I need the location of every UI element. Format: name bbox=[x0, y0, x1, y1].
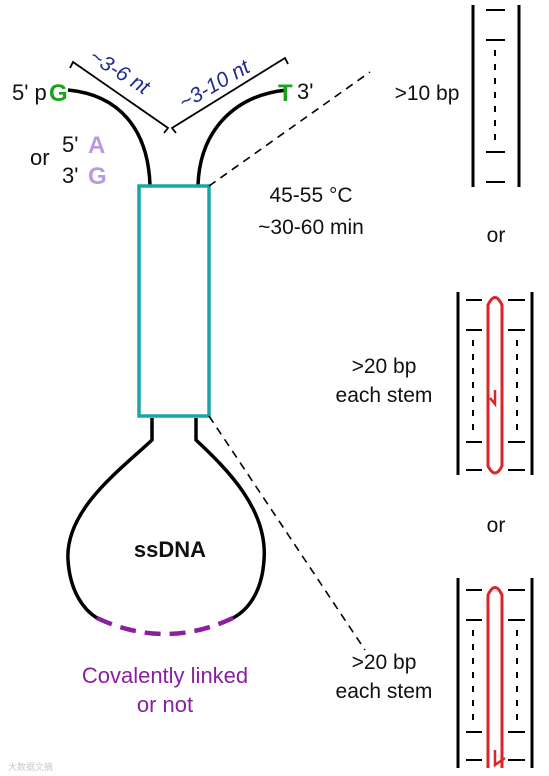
option2-label-line1: >20 bp bbox=[352, 355, 417, 378]
linkage-note-line2: or not bbox=[137, 692, 193, 717]
stem-option-2 bbox=[456, 292, 534, 475]
ssdna-loop-left bbox=[66, 418, 154, 620]
right-spacer-bracket bbox=[170, 56, 289, 134]
temperature-label: 45-55 °C bbox=[269, 184, 352, 207]
alt-three-prime: 3' bbox=[62, 163, 78, 188]
left-base-g: G bbox=[49, 80, 68, 107]
five-prime-p-label: 5' p bbox=[12, 80, 47, 105]
right-base-t: T bbox=[278, 80, 293, 107]
linkage-note-line1: Covalently linked bbox=[82, 663, 248, 688]
left-spacer-bracket bbox=[69, 60, 170, 134]
left-arm-strand bbox=[67, 88, 152, 186]
option3-label-line1: >20 bp bbox=[352, 651, 417, 674]
watermark: 大数据文摘 bbox=[8, 761, 53, 773]
zoom-line-bottom bbox=[208, 415, 366, 651]
stem-option-1 bbox=[471, 5, 521, 187]
alt-or-label: or bbox=[30, 145, 50, 170]
or-label-2: or bbox=[487, 514, 506, 537]
stem-option-3 bbox=[456, 578, 534, 768]
option1-label: >10 bp bbox=[395, 82, 460, 105]
or-label-1: or bbox=[487, 224, 506, 247]
alt-base-a: A bbox=[88, 132, 105, 159]
alt-five-prime: 5' bbox=[62, 132, 78, 157]
ssdna-loop-right bbox=[194, 418, 266, 620]
zoom-line-top bbox=[208, 71, 371, 187]
spacer-left-label: ~3-6 nt bbox=[85, 45, 154, 100]
alt-base-g: G bbox=[88, 163, 107, 190]
time-label: ~30-60 min bbox=[258, 216, 364, 239]
covalent-link-dashed bbox=[96, 615, 234, 637]
option3-label-line2: each stem bbox=[336, 680, 433, 703]
stem-box bbox=[137, 184, 211, 418]
three-prime-label: 3' bbox=[297, 79, 313, 104]
option2-label-line2: each stem bbox=[336, 384, 433, 407]
ssdna-label: ssDNA bbox=[134, 537, 206, 562]
right-arm-strand bbox=[196, 88, 288, 186]
